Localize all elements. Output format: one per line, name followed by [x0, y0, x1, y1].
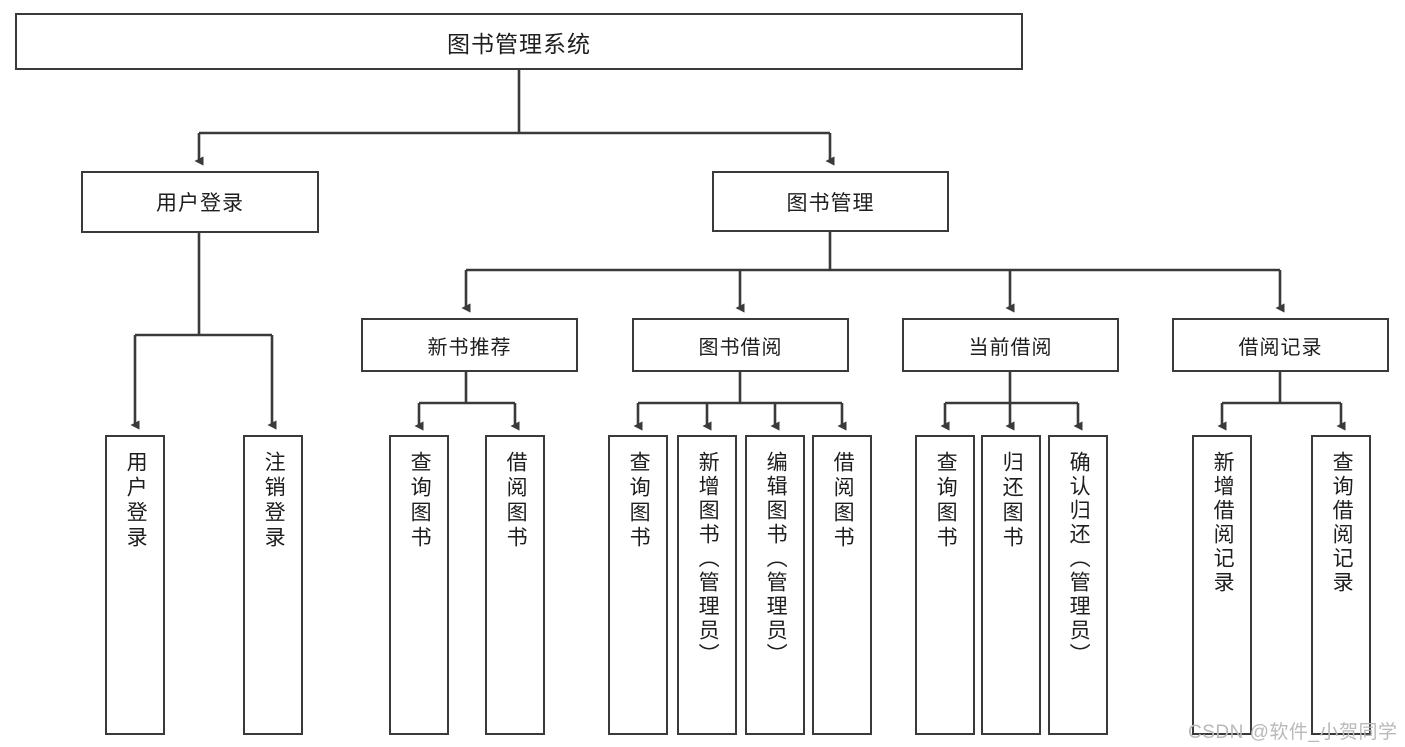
leaf-record-query-record[interactable]: 查询借阅记录 [1311, 435, 1371, 735]
node-label: 新增借阅记录 [1211, 451, 1235, 595]
node-borrow-record[interactable]: 借阅记录 [1172, 318, 1389, 372]
leaf-current-confirm-return-admin[interactable]: 确认归还（管理员） [1048, 435, 1108, 735]
leaf-user-logout[interactable]: 注销登录 [243, 435, 303, 735]
node-label: 查询图书 [408, 451, 432, 551]
node-label: 用户登录 [156, 192, 244, 215]
node-user-login[interactable]: 用户登录 [81, 171, 319, 233]
node-label: 借阅图书 [831, 451, 855, 551]
node-label: 注销登录 [262, 451, 286, 551]
node-label: 编辑图书（管理员） [764, 451, 788, 667]
node-book-management[interactable]: 图书管理 [712, 171, 949, 232]
node-label: 图书管理 [786, 191, 875, 215]
node-current-borrow[interactable]: 当前借阅 [902, 318, 1119, 372]
leaf-user-login[interactable]: 用户登录 [105, 435, 165, 735]
node-label: 借阅图书 [504, 451, 528, 551]
leaf-record-add-record[interactable]: 新增借阅记录 [1192, 435, 1252, 735]
leaf-current-return-book[interactable]: 归还图书 [981, 435, 1041, 735]
node-label: 图书借阅 [698, 336, 783, 359]
leaf-current-query-book[interactable]: 查询图书 [915, 435, 975, 735]
node-label: 新书推荐 [427, 336, 512, 359]
node-label: 图书管理系统 [447, 30, 591, 57]
leaf-borrow-add-book-admin[interactable]: 新增图书（管理员） [677, 435, 737, 735]
node-root-system[interactable]: 图书管理系统 [15, 13, 1023, 70]
node-label: 归还图书 [1000, 451, 1024, 551]
node-label: 确认归还（管理员） [1067, 451, 1091, 667]
node-book-borrow[interactable]: 图书借阅 [632, 318, 849, 372]
node-label: 用户登录 [124, 451, 148, 551]
node-label: 查询图书 [934, 451, 958, 551]
leaf-borrow-query-book[interactable]: 查询图书 [608, 435, 668, 735]
node-label: 查询借阅记录 [1330, 451, 1354, 595]
csdn-watermark: CSDN @软件_小贺同学 [1188, 722, 1398, 743]
leaf-recommend-borrow-book[interactable]: 借阅图书 [485, 435, 545, 735]
leaf-borrow-edit-book-admin[interactable]: 编辑图书（管理员） [745, 435, 805, 735]
node-label: 新增图书（管理员） [696, 451, 720, 667]
node-label: 查询图书 [627, 451, 651, 551]
leaf-recommend-query-book[interactable]: 查询图书 [389, 435, 449, 735]
node-new-book-recommend[interactable]: 新书推荐 [361, 318, 578, 372]
node-label: 借阅记录 [1238, 336, 1323, 359]
leaf-borrow-borrow-book[interactable]: 借阅图书 [812, 435, 872, 735]
node-label: 当前借阅 [968, 336, 1053, 359]
